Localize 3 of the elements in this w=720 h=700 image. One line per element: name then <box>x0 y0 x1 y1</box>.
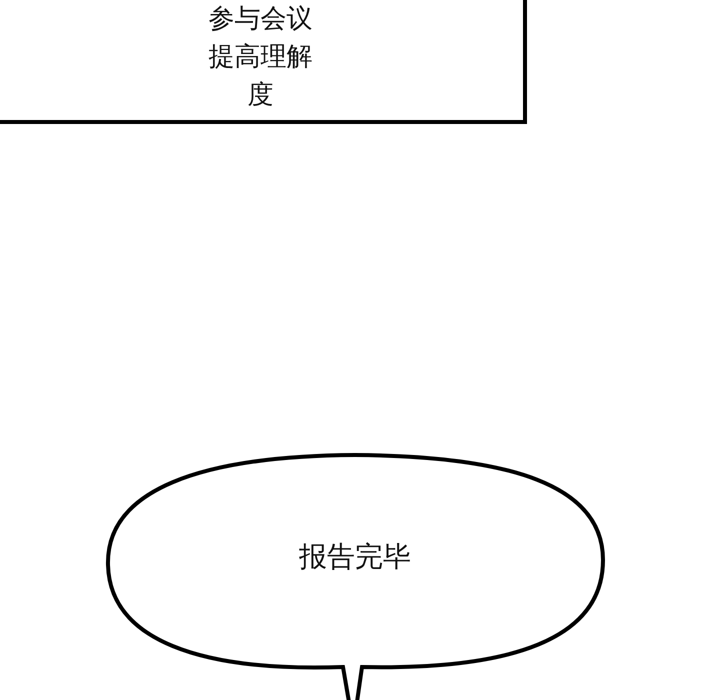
narration-box <box>0 0 527 124</box>
speech-text: 报告完毕 <box>298 539 412 575</box>
caption-text: 参与会议提高理解度 <box>208 3 314 112</box>
